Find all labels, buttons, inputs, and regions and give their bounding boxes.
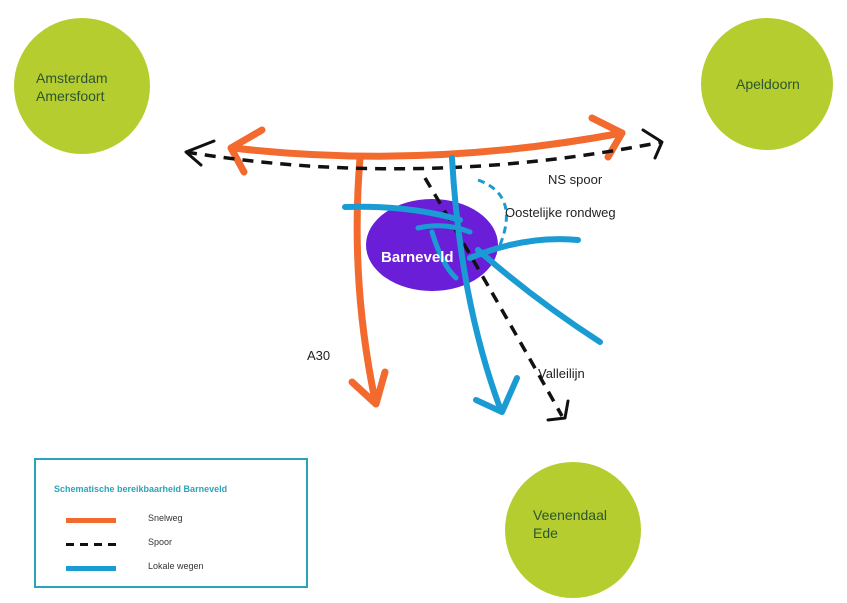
oostelijke-rondweg-line (477, 178, 508, 246)
spoor-valleilijn (423, 177, 564, 417)
circle-veenendaal-ede (505, 462, 641, 598)
spoor-valleilijn-arrowhead (546, 399, 570, 422)
legend-swatch-snelweg (66, 518, 116, 523)
spoor-west-arrowhead (184, 139, 216, 167)
lokale-weg-arrowhead (473, 375, 520, 415)
circle-amsterdam-amersfoort (14, 18, 150, 154)
legend-item-spoor: Spoor (66, 537, 286, 551)
amsterdam-label-1: Amsterdam (36, 70, 108, 86)
ns-spoor-label: NS spoor (548, 172, 603, 187)
barneveld-label: Barneveld (381, 249, 454, 266)
lokale-weg-inner (415, 223, 473, 281)
snelweg-west-arrowhead (227, 126, 266, 176)
apeldoorn-label: Apeldoorn (736, 76, 800, 92)
legend-label-snelweg: Snelweg (148, 513, 183, 523)
valleilijn-label: Valleilijn (538, 366, 585, 381)
circle-apeldoorn (701, 18, 833, 150)
lokale-weg-southeast (475, 247, 603, 345)
legend-item-snelweg: Snelweg (66, 513, 286, 527)
snelweg-east-arrowhead (588, 114, 626, 161)
legend-label-lokale-wegen: Lokale wegen (148, 561, 204, 571)
lokale-weg-north-south (449, 155, 503, 411)
legend-swatch-lokale-wegen (66, 566, 116, 571)
snelweg-a30-arrowhead (348, 368, 389, 408)
lokale-weg-west (342, 203, 463, 223)
legend-swatch-spoor (66, 543, 116, 546)
spoor-east-arrowhead (641, 128, 664, 160)
legend-title: Schematische bereikbaarheid Barneveld (54, 484, 228, 494)
amsterdam-label-2: Amersfoort (36, 88, 105, 104)
legend-label-spoor: Spoor (148, 537, 173, 547)
snelweg-a30 (353, 154, 379, 404)
legend-item-lokale-wegen: Lokale wegen (66, 561, 286, 575)
spoor-east-west (185, 140, 663, 171)
veenendaal-label-1: Veenendaal (533, 507, 607, 523)
veenendaal-label-2: Ede (533, 525, 558, 541)
snelweg-east-west (229, 129, 626, 160)
a30-label: A30 (307, 348, 330, 363)
legend-box: Schematische bereikbaarheid Barneveld Sn… (34, 458, 308, 588)
oostelijke-rondweg-label: Oostelijke rondweg (505, 205, 616, 220)
